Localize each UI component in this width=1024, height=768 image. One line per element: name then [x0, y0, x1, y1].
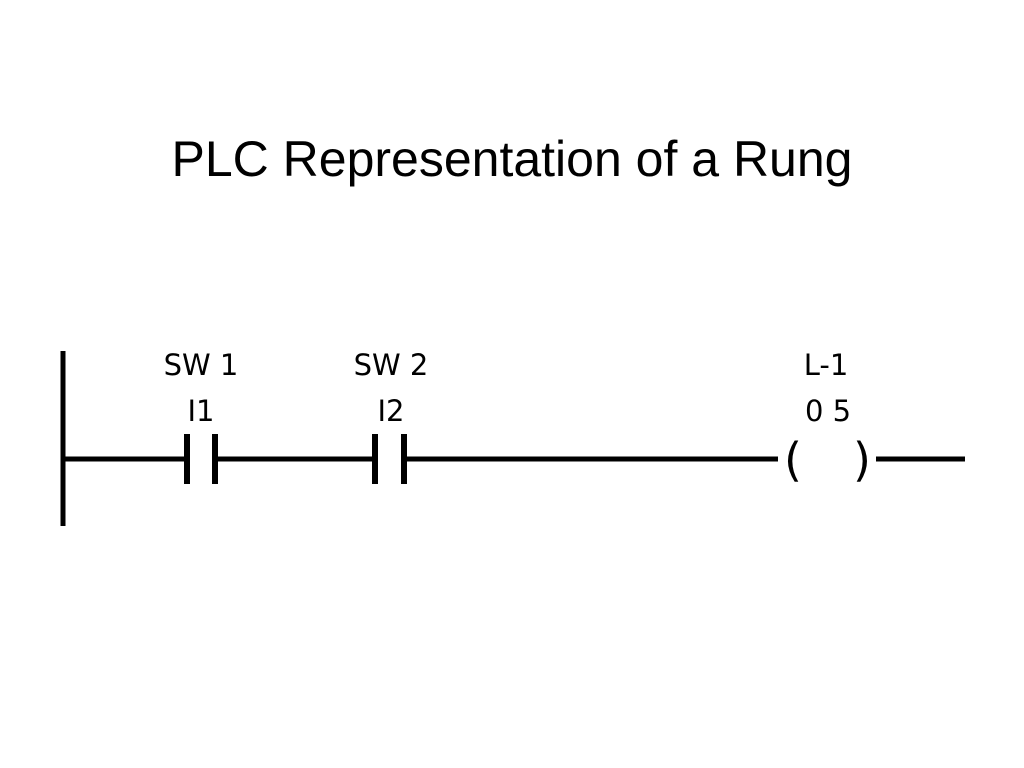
contact-sw2-name: SW 2 — [354, 348, 429, 382]
slide-title: PLC Representation of a Rung — [171, 131, 853, 187]
contact-sw1: SW 1 I1 — [164, 348, 239, 484]
contact-sw1-address: I1 — [187, 394, 214, 428]
contact-sw1-name: SW 1 — [164, 348, 239, 382]
coil-right-paren: ) — [853, 433, 871, 487]
output-coil-l1: ( ) L-1 0 5 — [784, 348, 871, 487]
contact-sw2-address: I2 — [377, 394, 404, 428]
coil-name: L-1 — [804, 348, 849, 382]
coil-left-paren: ( — [784, 433, 802, 487]
contact-sw2: SW 2 I2 — [354, 348, 429, 484]
coil-address: 0 5 — [805, 394, 851, 428]
